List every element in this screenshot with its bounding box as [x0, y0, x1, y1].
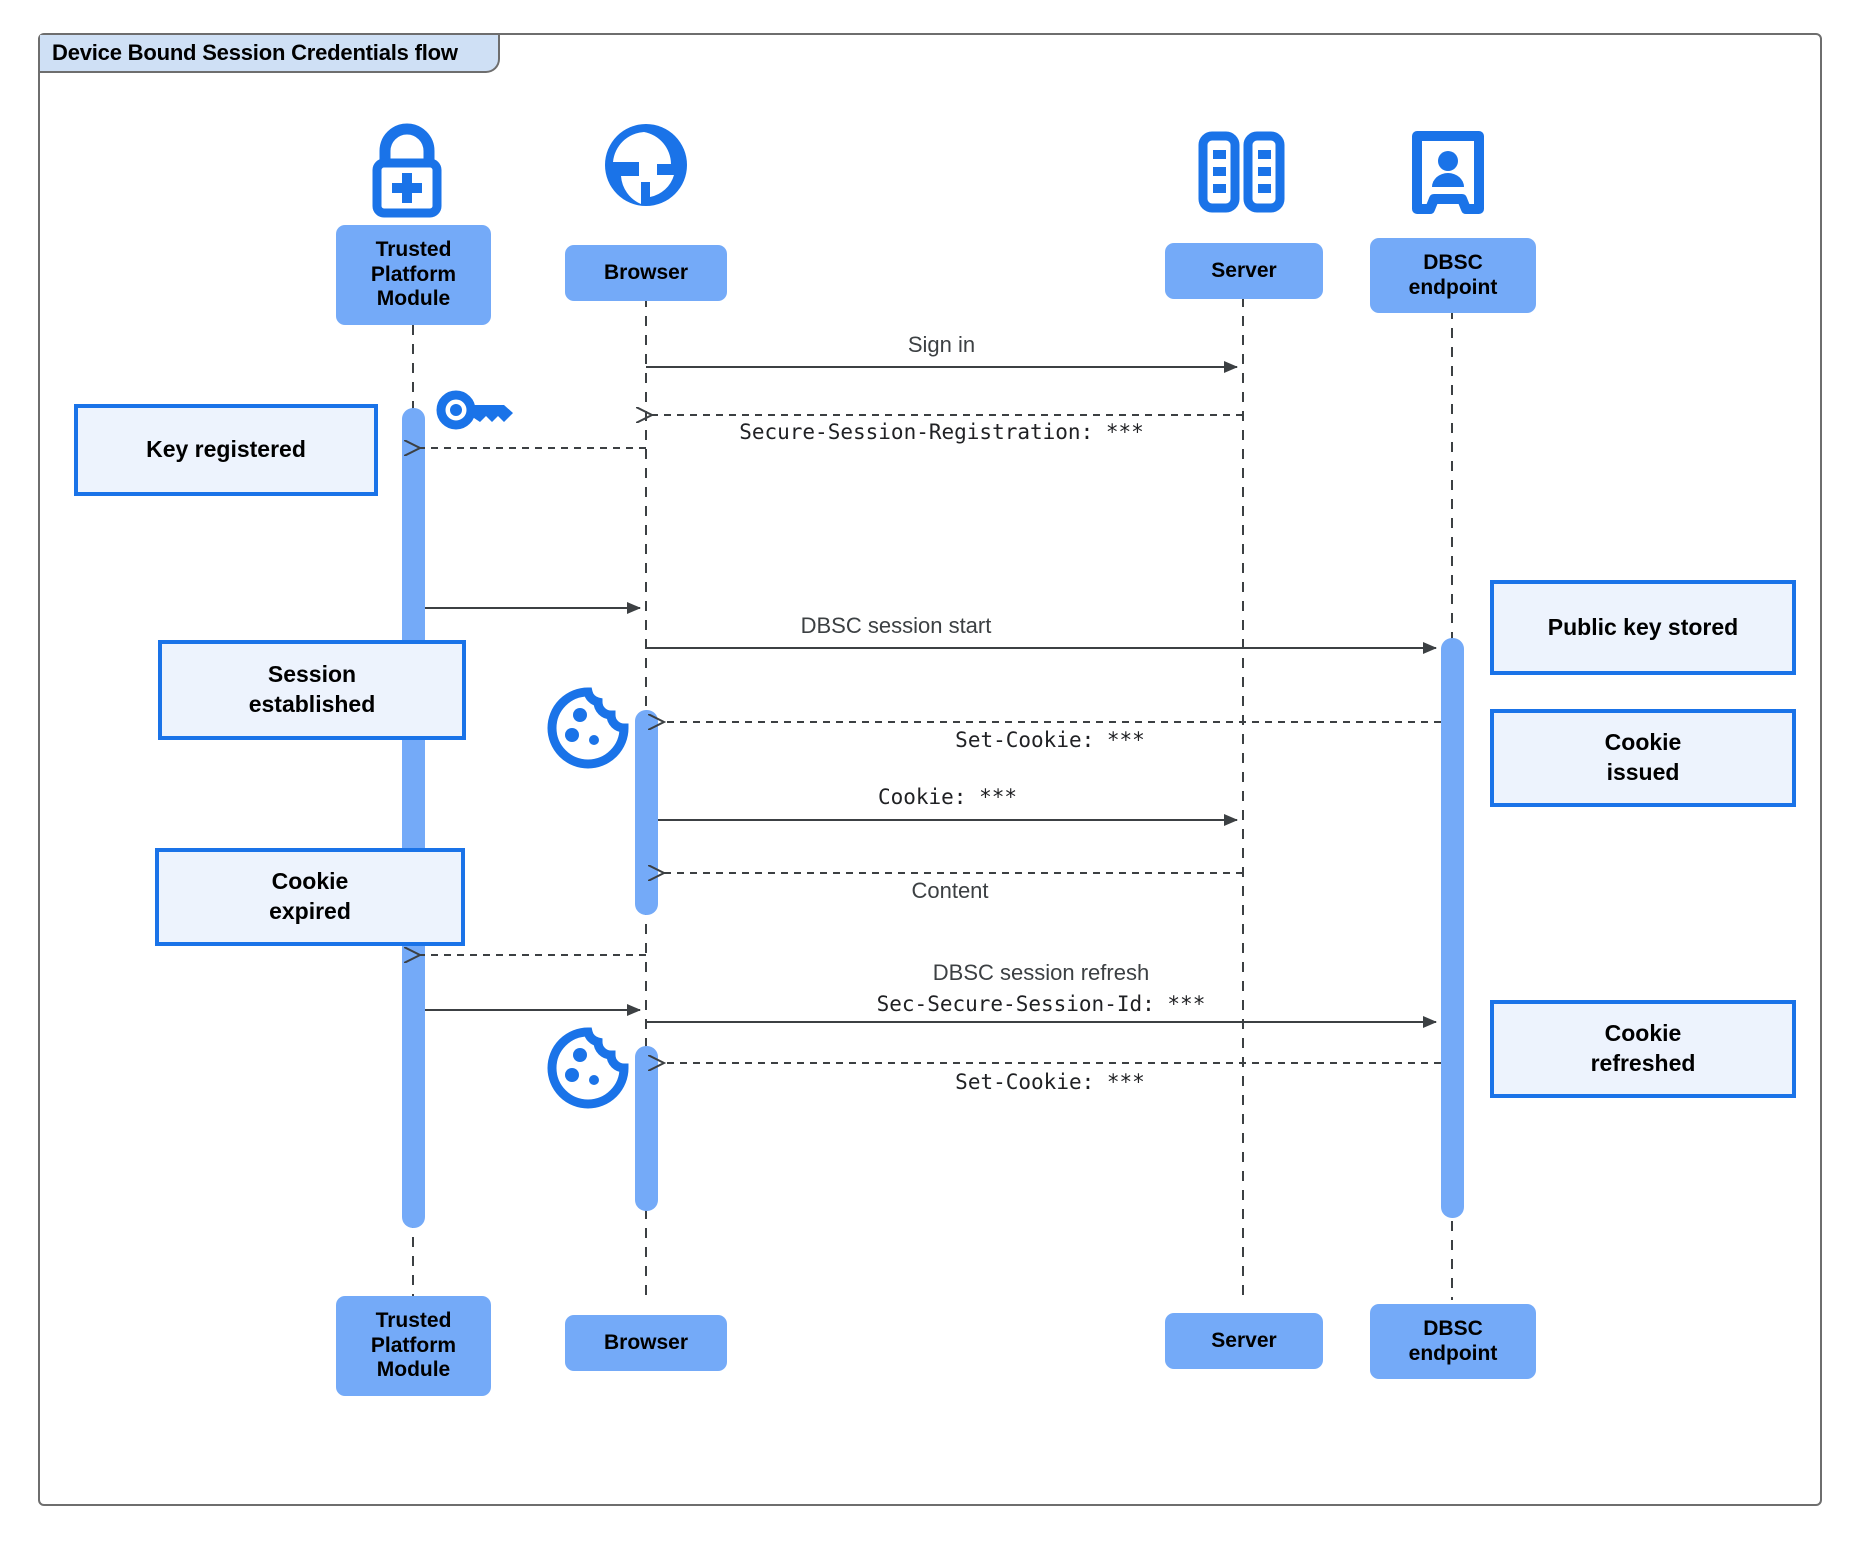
participant-foot-server[interactable]: Server	[1165, 1313, 1323, 1369]
activation-browser-2	[635, 1046, 658, 1211]
server-rack-icon	[1198, 131, 1285, 213]
cookie-icon	[547, 687, 629, 769]
key-icon	[436, 390, 513, 430]
globe-icon	[605, 124, 687, 206]
activation-tpm	[402, 408, 425, 1228]
participant-foot-browser[interactable]: Browser	[565, 1315, 727, 1371]
message-label-sign-in: Sign in	[907, 332, 976, 357]
activation-dbsc	[1441, 638, 1464, 1218]
id-badge-icon	[1412, 131, 1484, 214]
activation-bars	[402, 408, 1464, 1228]
note-public-key-stored: Public key stored	[1490, 580, 1796, 675]
diagram-frame-title: Device Bound Session Credentials flow	[40, 35, 500, 73]
note-session-established: Session established	[158, 640, 466, 740]
participant-head-tpm[interactable]: Trusted Platform Module	[336, 225, 491, 325]
participant-head-browser[interactable]: Browser	[565, 245, 727, 301]
participant-head-dbsc[interactable]: DBSC endpoint	[1370, 238, 1536, 313]
message-label-cookie: Cookie: ***	[877, 785, 1018, 809]
message-label-dbsc-session-start: DBSC session start	[800, 613, 992, 638]
message-label-content: Content	[911, 878, 989, 903]
participant-head-server[interactable]: Server	[1165, 243, 1323, 299]
message-label-secure-session-registration: Secure-Session-Registration: ***	[739, 420, 1144, 444]
message-label-dbsc-session-refresh: DBSC session refresh	[932, 960, 1150, 985]
message-label-sec-secure-session-id: Sec-Secure-Session-Id: ***	[876, 992, 1206, 1016]
message-label-set-cookie-2: Set-Cookie: ***	[955, 1070, 1145, 1094]
activation-browser-1	[635, 710, 658, 915]
participant-foot-dbsc[interactable]: DBSC endpoint	[1370, 1304, 1536, 1379]
cookie-icon	[547, 1027, 629, 1109]
note-cookie-expired: Cookie expired	[155, 848, 465, 946]
note-cookie-refreshed: Cookie refreshed	[1490, 1000, 1796, 1098]
message-arrows	[420, 361, 1441, 1063]
lock-plus-icon	[372, 123, 442, 218]
note-cookie-issued: Cookie issued	[1490, 709, 1796, 807]
message-label-set-cookie-1: Set-Cookie: ***	[955, 728, 1145, 752]
participant-foot-tpm[interactable]: Trusted Platform Module	[336, 1296, 491, 1396]
note-key-registered: Key registered	[74, 404, 378, 496]
